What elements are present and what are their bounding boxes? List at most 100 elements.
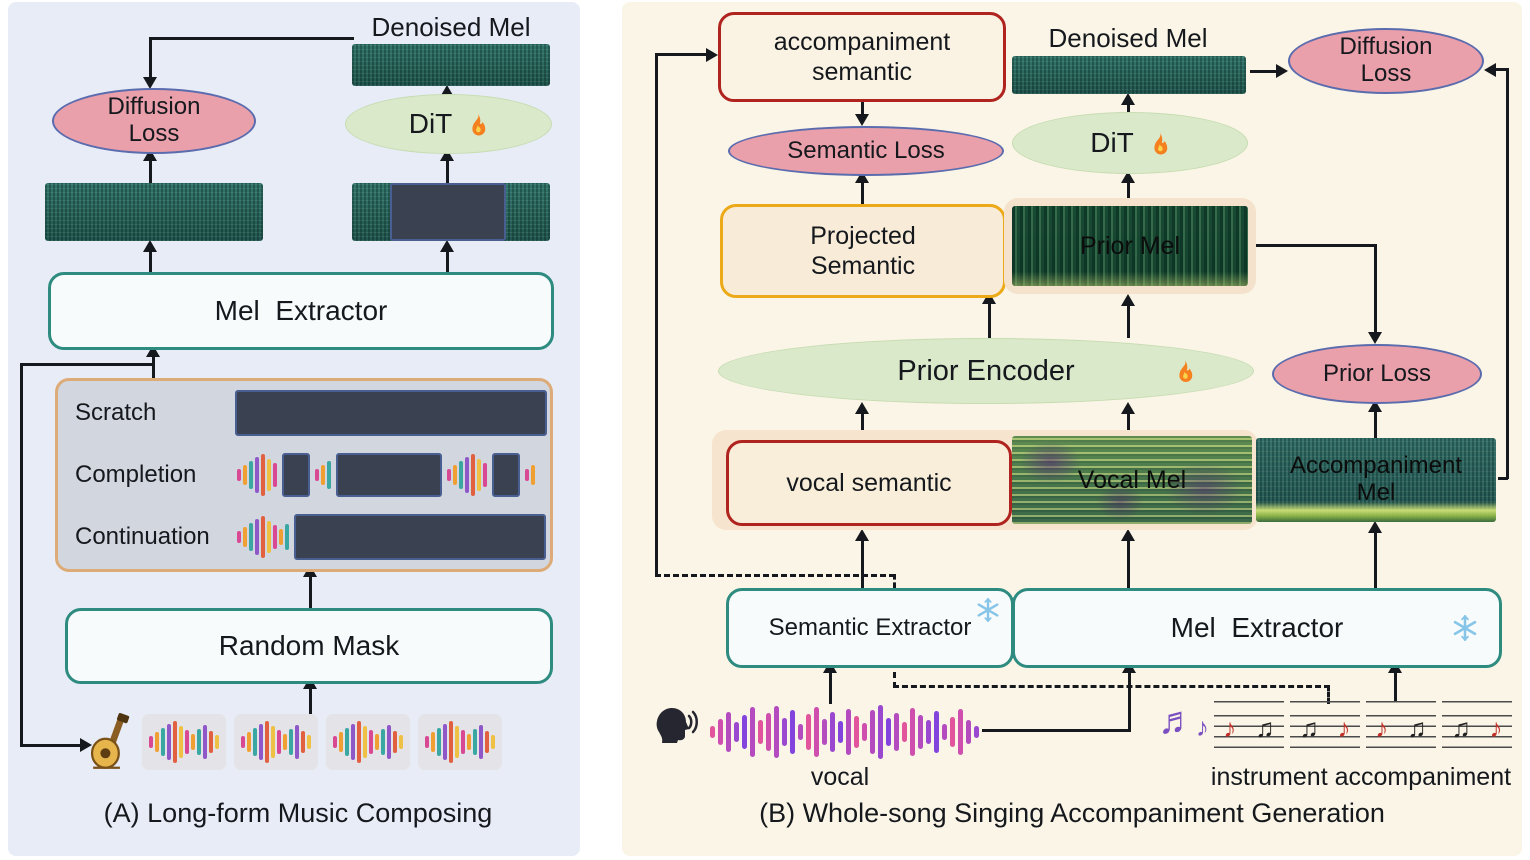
dashed-connector xyxy=(893,662,896,688)
note-glyph: ♫ xyxy=(1299,713,1319,743)
diffusion-loss-line1: Diffusion xyxy=(1339,33,1433,61)
connector-line xyxy=(861,98,864,116)
token-bars-icon xyxy=(237,516,289,558)
connector-line xyxy=(1127,305,1130,338)
prior-encoder-node: Prior Encoder xyxy=(718,338,1254,404)
fire-icon xyxy=(1179,359,1193,382)
connector-line xyxy=(446,251,449,272)
prior-loss-node: Prior Loss xyxy=(1272,344,1482,404)
vocal-mel-spectrogram: Vocal Mel xyxy=(1012,436,1252,524)
projected-semantic-line1: Projected xyxy=(810,222,916,250)
vocal-semantic-node: vocal semantic xyxy=(726,440,1012,526)
mask-block xyxy=(294,514,546,560)
dit-node: DiT xyxy=(345,94,552,154)
connector-line xyxy=(655,53,706,56)
arrow-head xyxy=(1484,63,1496,77)
token-bars-icon xyxy=(149,721,219,763)
arrow-head xyxy=(706,48,718,62)
vocal-waveform-icon xyxy=(706,704,982,760)
mask-block xyxy=(282,453,310,497)
continuation-row-label: Continuation xyxy=(75,523,210,551)
semantic-extractor-node: Semantic Extractor xyxy=(726,588,1014,668)
mask-block xyxy=(492,453,520,497)
denoised-mel-label-b: Denoised Mel xyxy=(1048,23,1208,54)
connector-line xyxy=(1374,411,1377,438)
token-bars-icon xyxy=(447,454,487,496)
diffusion-loss-node: Diffusion Loss xyxy=(52,88,256,154)
connector-line xyxy=(1128,672,1131,732)
diffusion-loss-line2: Loss xyxy=(128,120,180,147)
fire-icon xyxy=(1154,131,1168,154)
scratch-row-label: Scratch xyxy=(75,399,157,427)
connector-line xyxy=(20,363,153,366)
arrow-head xyxy=(1121,294,1135,306)
token-bars-icon xyxy=(525,465,535,485)
random-mask-label: Random Mask xyxy=(218,630,400,662)
connector-line xyxy=(1250,70,1278,73)
speaking-head-icon xyxy=(656,708,698,743)
note-glyph: ♫ xyxy=(1407,713,1427,743)
semantic-loss-node: Semantic Loss xyxy=(728,126,1004,176)
panel-b-caption: (B) Whole-song Singing Accompaniment Gen… xyxy=(759,798,1385,829)
connector-line xyxy=(152,346,155,378)
mel-extractor-node-b: Mel Extractor xyxy=(1012,588,1502,668)
dit-label-b: DiT xyxy=(1090,127,1134,159)
panel-a-caption: (A) Long-form Music Composing xyxy=(103,798,493,829)
connector-line xyxy=(150,37,354,40)
connector-line xyxy=(1127,104,1130,112)
accompaniment-mel-line1: Accompaniment xyxy=(1289,452,1463,480)
arrow-head xyxy=(440,240,454,252)
arrow-head xyxy=(1276,64,1288,78)
arrow-head xyxy=(855,402,869,414)
music-token-tile xyxy=(234,714,318,770)
note-glyph: ♪ xyxy=(1489,713,1503,743)
dashed-connector xyxy=(655,574,895,577)
note-glyph: ♫ xyxy=(1255,713,1275,743)
denoised-mel-spectrogram-b xyxy=(1012,56,1246,94)
completion-row-label: Completion xyxy=(75,461,197,489)
arrow-head xyxy=(1121,171,1135,183)
mel-extractor-label-b: Mel Extractor xyxy=(1170,612,1344,644)
dit-node-b: DiT xyxy=(1012,112,1248,174)
instrument-caption: instrument accompaniment xyxy=(1210,762,1512,791)
mel-extractor-node: Mel Extractor xyxy=(48,272,554,350)
mask-block xyxy=(390,183,506,241)
fire-icon xyxy=(472,112,486,135)
mask-block xyxy=(336,453,442,497)
denoised-mel-label: Denoised Mel xyxy=(371,12,531,43)
note-glyph: ♪ xyxy=(1196,712,1209,742)
token-bars-icon xyxy=(241,721,311,763)
connector-line xyxy=(655,53,658,576)
mel-extractor-label: Mel Extractor xyxy=(214,295,388,327)
connector-line xyxy=(20,363,23,746)
sheet-music-icon: ♫ ♪ xyxy=(1290,700,1360,756)
connector-line xyxy=(982,729,1130,732)
connector-line xyxy=(309,576,312,608)
dashed-connector xyxy=(893,685,1330,688)
arrow-head xyxy=(1121,402,1135,414)
note-glyph: ♫ xyxy=(1451,713,1471,743)
prior-mel-spectrogram: Prior Mel xyxy=(1012,206,1248,286)
connector-line xyxy=(1506,68,1509,479)
sheet-music-icon: ♪ ♫ xyxy=(1214,700,1284,756)
arrow-head xyxy=(1368,332,1382,344)
connector-line xyxy=(1127,540,1130,588)
arrow-head xyxy=(80,738,92,752)
note-glyph: ♪ xyxy=(1223,713,1237,743)
random-mask-node: Random Mask xyxy=(65,608,553,684)
note-glyph: ♬ xyxy=(1158,700,1196,742)
mel-spectrogram-left xyxy=(45,183,263,241)
arrow-head xyxy=(1121,529,1135,541)
arrow-head xyxy=(1368,521,1382,533)
connector-line xyxy=(1256,244,1376,247)
arrow-head xyxy=(143,77,157,89)
connector-line xyxy=(988,303,991,338)
connector-line xyxy=(861,413,864,440)
connector-line xyxy=(309,688,312,714)
connector-line xyxy=(446,160,449,183)
guitar-icon xyxy=(90,712,130,769)
diffusion-loss-line2: Loss xyxy=(1360,60,1412,87)
note-glyph: ♪ xyxy=(1337,713,1351,743)
semantic-extractor-label: Semantic Extractor xyxy=(768,613,972,641)
